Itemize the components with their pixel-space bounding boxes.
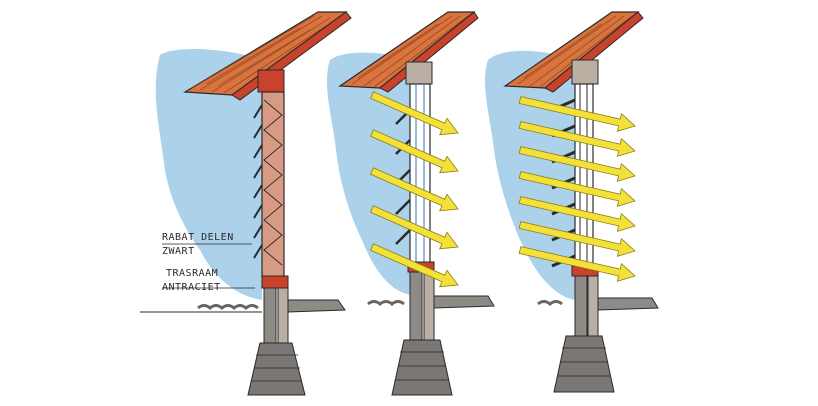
airflow-arrow-2-4 — [370, 205, 459, 250]
airflow-arrow-2-5 — [370, 243, 459, 288]
roof-hatching-2 — [351, 15, 469, 88]
airflow-arrow-3-2 — [518, 121, 636, 157]
airflow-arrow-3-4 — [518, 171, 636, 207]
wall-zigzag-1 — [263, 99, 283, 266]
footing-hatch-2 — [396, 351, 448, 381]
section-sketch-3 — [484, 11, 659, 393]
footing-hatch-1 — [252, 354, 302, 382]
cladding-boards-1 — [253, 104, 263, 259]
section-sketch-1: RABAT DELEN ZWART TRASRAAM ANTRACIET — [140, 11, 352, 396]
airflow-arrow-2-3 — [370, 167, 459, 212]
sky-wash-2 — [326, 52, 410, 295]
label-cladding-line1: RABAT DELEN — [162, 232, 234, 243]
airflow-arrow-3-3 — [518, 146, 636, 182]
airflow-arrow-3-7 — [518, 246, 636, 282]
inner-wall-1 — [277, 287, 289, 344]
ventilation-arrows-2 — [370, 91, 459, 288]
floor-slab-1 — [287, 299, 346, 313]
footing-hatch-3 — [558, 347, 610, 377]
fascia-2 — [379, 11, 479, 93]
plinth-1 — [261, 275, 289, 289]
airflow-arrow-2-1 — [370, 91, 459, 136]
beam-head-3 — [571, 59, 599, 85]
roof-hatching-3 — [517, 15, 633, 88]
gravel-3 — [537, 300, 563, 306]
plinth-wall-2 — [409, 271, 423, 341]
footing-2 — [391, 339, 453, 396]
label-plinth-line1: TRASRAAM — [166, 268, 218, 279]
roof-hatching-1 — [191, 15, 339, 94]
plinth-wall-1 — [263, 287, 277, 344]
beam-head-2 — [405, 61, 433, 85]
airflow-arrow-2-2 — [370, 129, 459, 174]
section-sketch-2 — [326, 11, 495, 396]
airflow-arrow-3-5 — [518, 196, 636, 232]
label-plinth-line2: ANTRACIET — [162, 282, 221, 293]
footing-1 — [247, 342, 306, 396]
inner-wall-2 — [423, 271, 435, 341]
sky-wash-1 — [155, 48, 262, 300]
airflow-arrow-3-6 — [518, 221, 636, 257]
gravel-1 — [197, 304, 259, 310]
plinth-wall-3 — [574, 275, 588, 337]
footing-3 — [553, 335, 615, 393]
label-cladding-line2: ZWART — [162, 246, 195, 257]
floor-slab-3 — [597, 297, 659, 311]
fascia-3 — [544, 11, 644, 93]
inner-wall-3 — [587, 275, 599, 337]
gravel-2 — [367, 300, 405, 306]
floor-slab-2 — [433, 295, 495, 309]
beam-head-1 — [257, 69, 285, 93]
airflow-arrow-3-1 — [518, 96, 636, 132]
ventilation-arrows-3 — [518, 96, 636, 282]
